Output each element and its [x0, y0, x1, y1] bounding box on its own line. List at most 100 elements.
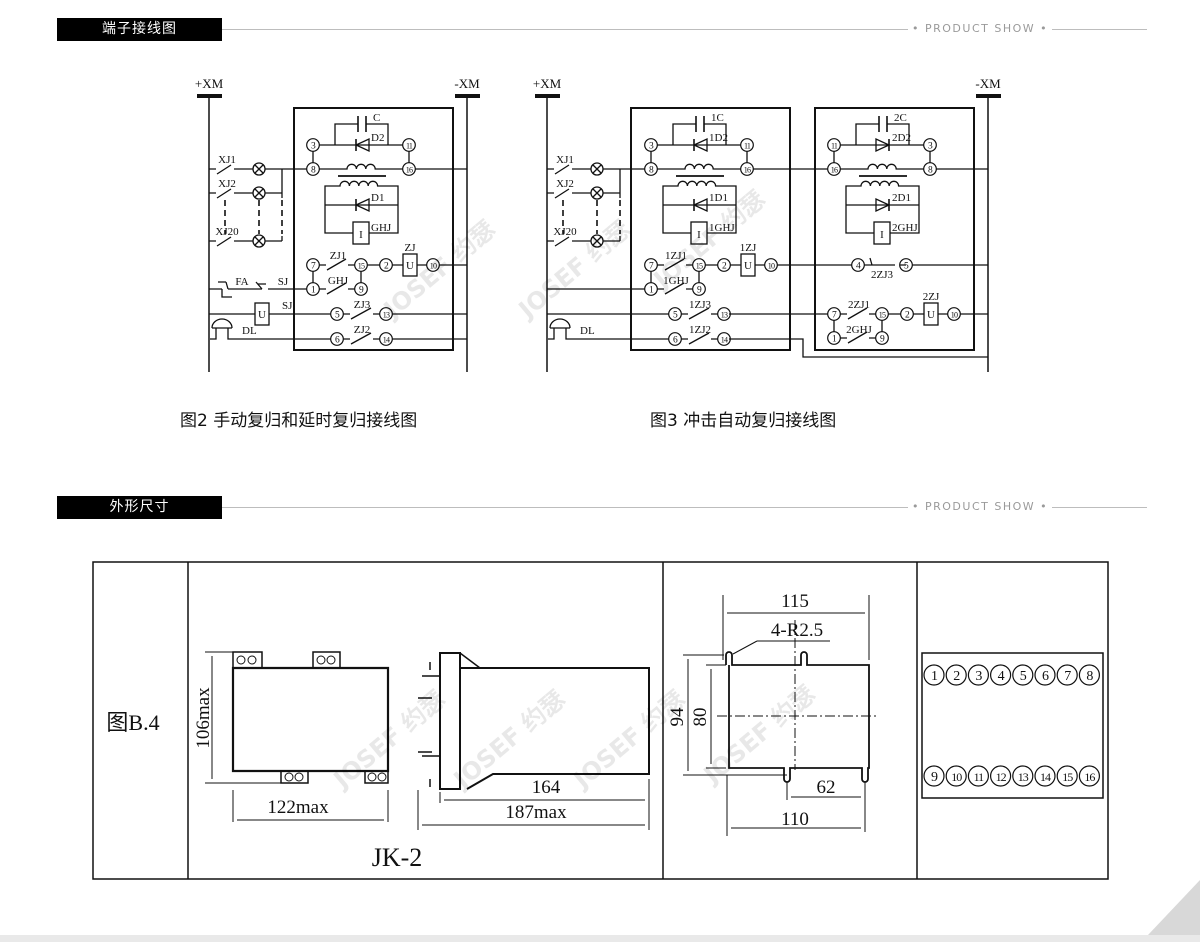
bus-label: +XM — [195, 76, 224, 91]
signal-lamp-icon — [252, 234, 266, 248]
terminal-number: 5 — [1020, 669, 1027, 684]
terminal-number: 15 — [696, 261, 703, 270]
terminal-circle — [1012, 664, 1034, 686]
terminal-number: 16 — [744, 165, 751, 174]
dimension-value: 187max — [505, 802, 567, 823]
mounting-tab — [232, 651, 389, 784]
contact-switch-icon — [343, 307, 380, 320]
bus-bar — [455, 94, 480, 98]
terminal-position: 15 — [1056, 765, 1078, 787]
terminal-circle — [1034, 664, 1056, 686]
signal-relay-contact — [209, 164, 282, 175]
terminal-number: 8 — [649, 165, 654, 175]
capacitor-icon — [695, 116, 705, 132]
signal-lamp-icon — [590, 186, 604, 200]
diode-label: 2D2 — [892, 132, 911, 144]
section-header-dimensions: 外形尺寸 — [57, 496, 222, 519]
wire — [312, 123, 410, 163]
terminal-position: 14 — [1034, 765, 1056, 787]
contact-switch-icon — [657, 282, 693, 295]
mounting-bolt — [418, 662, 440, 787]
contact-label: 1GHJ — [663, 275, 689, 287]
terminal-number: 2 — [905, 310, 910, 320]
dimension-value: 4-R2.5 — [771, 620, 823, 641]
dimension-value: 80 — [690, 708, 711, 727]
terminal: 15 — [354, 258, 368, 272]
terminal-number: 6 — [335, 335, 340, 345]
terminal-number: 14 — [383, 335, 390, 344]
signal-relay-label: XJ1 — [556, 154, 574, 166]
screw-icon — [377, 772, 387, 782]
signal-relay-contact — [209, 188, 282, 199]
terminal: 10 — [947, 307, 961, 321]
signal-relay-label: XJ2 — [218, 178, 236, 190]
voltage-coil-icon — [923, 302, 939, 326]
time-relay-contact — [255, 281, 266, 290]
dimension-value: 122max — [267, 797, 329, 818]
terminal-position: 13 — [1012, 765, 1034, 787]
terminal-position: 6 — [1034, 664, 1056, 686]
terminal: 7 — [827, 307, 841, 321]
terminal-number: 15 — [879, 310, 886, 319]
contact-switch-icon — [319, 282, 355, 295]
terminal-number: 2 — [384, 261, 389, 271]
coil-icon — [324, 180, 399, 234]
terminal-number: 13 — [721, 310, 728, 319]
terminal-number: 9 — [359, 285, 364, 295]
current-coil-icon — [873, 221, 891, 245]
coil-symbol: U — [258, 309, 266, 321]
contact-label: ZJ2 — [354, 324, 371, 336]
diode-label: 1D1 — [709, 192, 728, 204]
coil-symbol: U — [744, 260, 752, 272]
model-label: JK-2 — [372, 843, 423, 872]
terminal: 7 — [306, 258, 320, 272]
diode-label: 2D1 — [892, 192, 911, 204]
screw-icon — [316, 655, 326, 665]
voltage-coil-icon — [740, 253, 756, 277]
terminal-number: 7 — [1064, 669, 1071, 684]
contact-label: 1ZJ1 — [665, 250, 687, 262]
terminal-number: 4 — [856, 261, 861, 271]
relay-label: 2ZJ — [923, 291, 940, 303]
contact-switch-icon — [840, 307, 876, 320]
signal-relay-contact — [547, 164, 620, 175]
terminal-position: 5 — [1012, 664, 1034, 686]
capacitor-icon — [878, 116, 888, 132]
terminal-number: 12 — [996, 770, 1007, 784]
terminal: 16 — [740, 162, 754, 176]
diode-label: D2 — [371, 132, 384, 144]
signal-relay-label: XJ20 — [553, 226, 577, 238]
contact-label: 1ZJ2 — [689, 324, 711, 336]
terminal: 10 — [426, 258, 440, 272]
contact-label: 2GHJ — [846, 324, 872, 336]
terminal-position: 4 — [989, 664, 1012, 686]
terminal: 8 — [644, 162, 658, 176]
alarm-bell-icon — [210, 318, 242, 340]
section-divider — [222, 507, 1147, 508]
coil-symbol: U — [927, 309, 935, 321]
coil-icon — [840, 163, 924, 170]
terminal-position: 3 — [967, 664, 990, 686]
contact-label: SJ — [278, 276, 289, 288]
dimension-value: 110 — [781, 809, 809, 830]
dimension-value: 164 — [532, 777, 561, 798]
coil-icon — [319, 163, 403, 170]
wire — [650, 123, 748, 163]
terminal-number: 9 — [931, 770, 938, 785]
wire — [312, 264, 427, 283]
terminal-number: 11 — [406, 141, 413, 150]
coil-label: 2GHJ — [892, 222, 918, 234]
terminal-number: 5 — [335, 310, 340, 320]
bus-label: -XM — [975, 76, 1001, 91]
terminal-layout-box — [921, 652, 1104, 799]
terminal: 2 — [379, 258, 393, 272]
coil-symbol: I — [359, 229, 363, 241]
terminal-number: 3 — [649, 141, 654, 151]
terminal-circle — [1056, 765, 1078, 787]
diode-label: 1D2 — [709, 132, 728, 144]
relay-label: 1ZJ — [740, 242, 757, 254]
terminal-number: 3 — [928, 141, 933, 151]
fig3-caption: 图3 冲击自动复归接线图 — [650, 411, 837, 431]
relay-label: ZJ — [405, 242, 417, 254]
bus-bar — [197, 94, 222, 98]
